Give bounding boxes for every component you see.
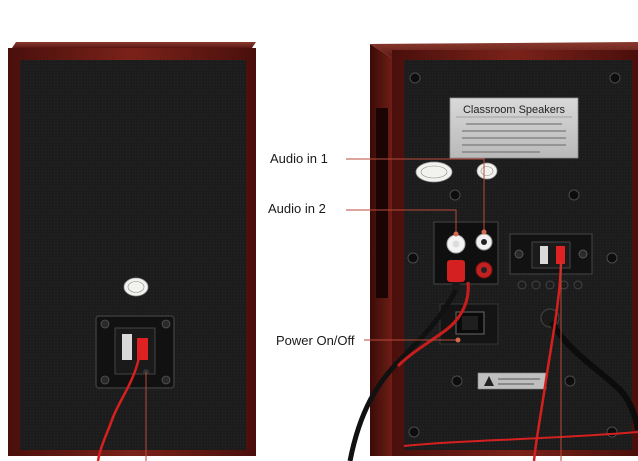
info-plate: Classroom Speakers [449,97,579,159]
right-red-terminal [556,246,565,264]
callout-lines [346,158,562,461]
right-speaker-small-sticker [476,162,498,180]
left-speaker [8,42,256,461]
audio-in-2-label: Audio in 2 [268,201,326,216]
left-red-terminal [137,338,148,360]
red-rca-plug [447,260,465,282]
right-speaker-screws [407,72,621,438]
left-speaker-top [12,42,256,48]
power-switch-area [439,303,499,345]
red-wire-floor [403,431,638,447]
right-speaker-wire [532,261,563,461]
power-cord [549,320,638,431]
right-speaker-sticker [415,161,453,183]
left-speaker-terminal-plate [95,315,175,389]
left-speaker-wire [96,351,142,461]
black-audio-cable [347,288,459,461]
audio-input-panel [433,221,499,292]
red-audio-cable [396,281,470,368]
audio-in-2-callout [346,209,457,234]
warning-label [477,372,547,390]
speaker-out-terminal [509,233,593,290]
right-speaker: Classroom Speakers [347,42,638,461]
power-switch-label: Power On/Off [276,333,355,348]
left-speaker-back-panel [20,60,246,450]
plate-title: Classroom Speakers [463,104,566,116]
audio-in-1-label: Audio in 1 [270,151,328,166]
left-speaker-sticker [123,277,149,297]
audio-in-1-callout [346,158,485,232]
